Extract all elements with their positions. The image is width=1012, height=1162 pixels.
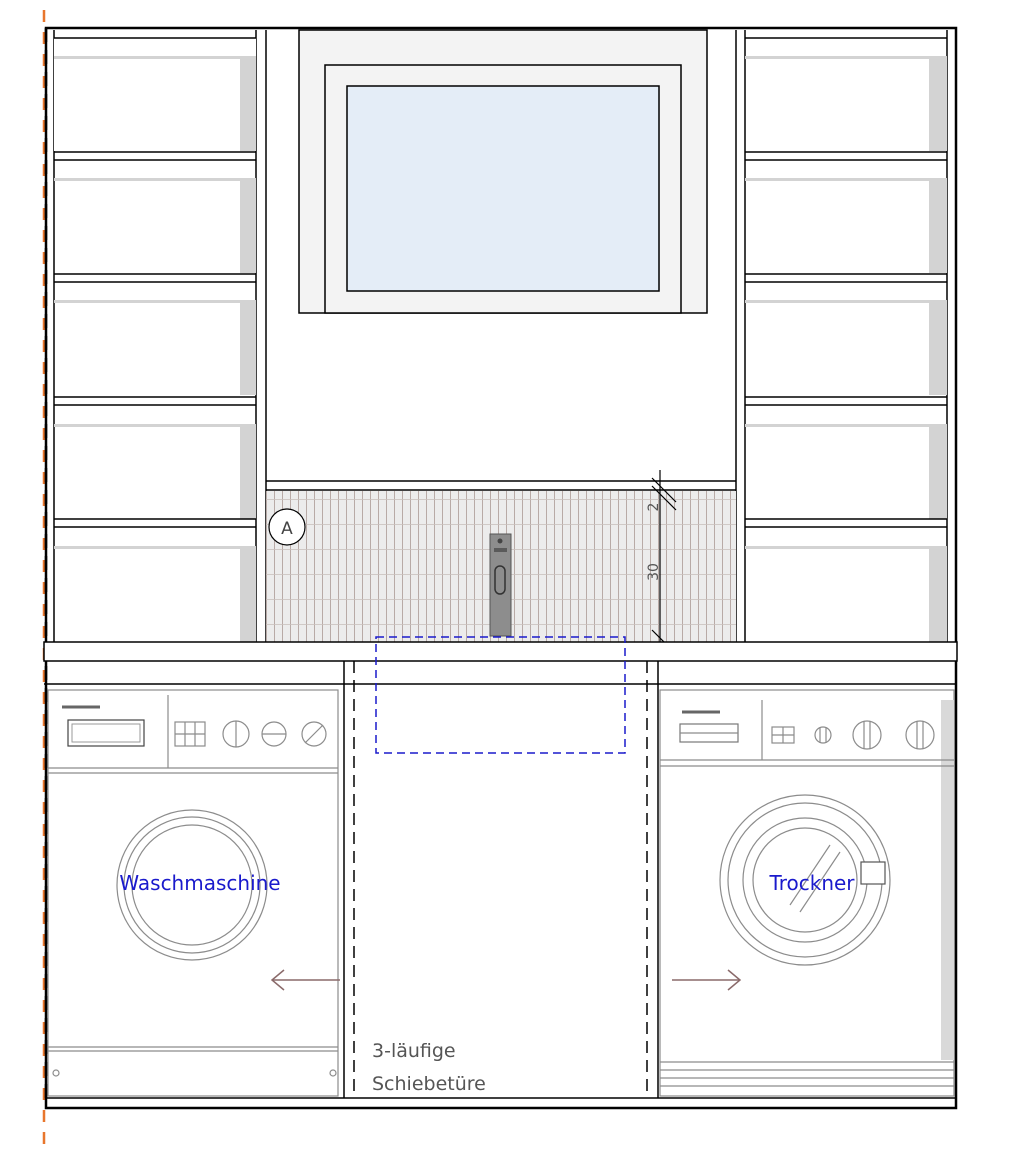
washer-label: Waschmaschine (119, 871, 280, 895)
door-label-line1: 3-läufige (372, 1040, 456, 1062)
window (298, 29, 708, 314)
right-shelf-2 (745, 151, 947, 273)
outer-frame (44, 26, 958, 1110)
dimension-small: 2 (646, 503, 662, 512)
faucet (489, 533, 512, 637)
washing-machine (47, 689, 339, 1097)
dryer (659, 689, 955, 1097)
right-shelving (735, 30, 948, 642)
dimension-line: 2 30 (646, 470, 677, 655)
dryer-label: Trockner (768, 871, 855, 895)
right-shelf-4 (745, 396, 947, 519)
left-shelf-2 (54, 151, 256, 273)
left-shelf-3 (54, 273, 256, 395)
slide-arrow-left (270, 969, 340, 991)
left-shelving (53, 30, 267, 642)
door-label-line2: Schiebetüre (372, 1073, 486, 1095)
right-shelf-5 (745, 518, 947, 642)
left-shelf-4 (54, 396, 256, 519)
dimension-large: 30 (646, 563, 662, 581)
window-glass (346, 85, 660, 292)
section-marker-a: A (268, 508, 306, 546)
section-marker-label: A (281, 519, 293, 539)
right-shelf-3 (745, 273, 947, 395)
right-shelf-1 (745, 37, 947, 151)
countertop (43, 641, 958, 662)
left-shelf-1 (54, 37, 256, 151)
left-shelf-5 (54, 518, 256, 642)
slide-arrow-right (672, 969, 742, 991)
sink-hidden-outline (375, 636, 626, 754)
